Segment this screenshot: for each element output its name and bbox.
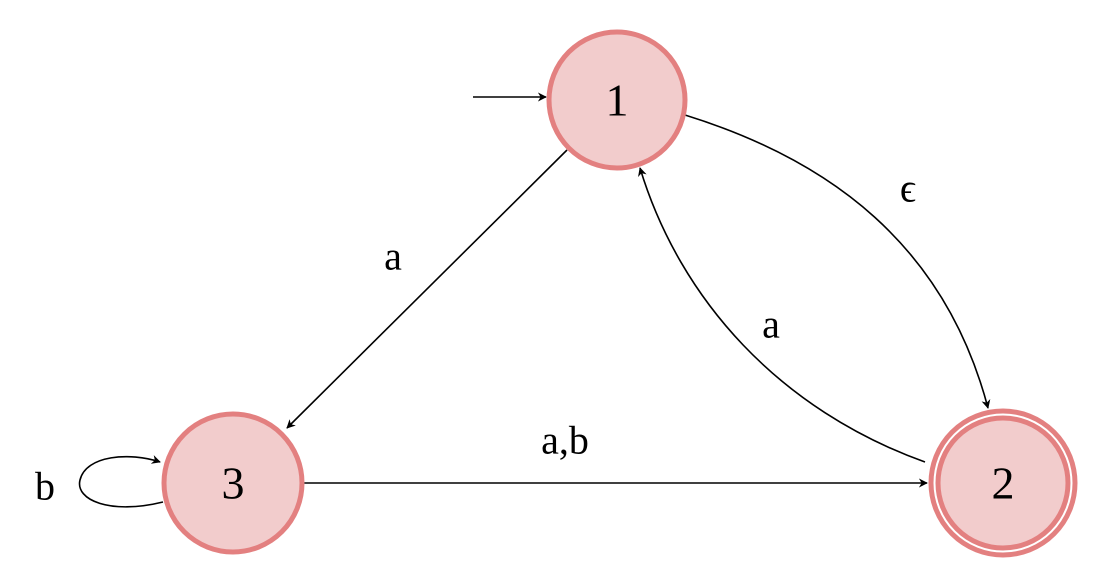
edge-label-3-3: b [35, 464, 55, 509]
state-1[interactable]: 1 [546, 29, 688, 171]
state-3[interactable]: 3 [161, 411, 305, 555]
edge-1-to-3 [286, 149, 568, 429]
edge-3-self-loop [78, 455, 164, 508]
edge-label-1-3: a [384, 234, 402, 279]
state-3-label: 3 [222, 458, 245, 509]
edge-label-2-1: a [762, 302, 780, 347]
state-2-label: 2 [992, 458, 1015, 509]
edge-label-3-2: a,b [541, 418, 589, 463]
state-1-label: 1 [606, 75, 629, 126]
edge-1-to-2 [684, 114, 991, 409]
state-2[interactable]: 2 [928, 408, 1078, 558]
edge-2-to-1 [638, 167, 926, 463]
edge-label-1-2: ϵ [900, 166, 916, 211]
